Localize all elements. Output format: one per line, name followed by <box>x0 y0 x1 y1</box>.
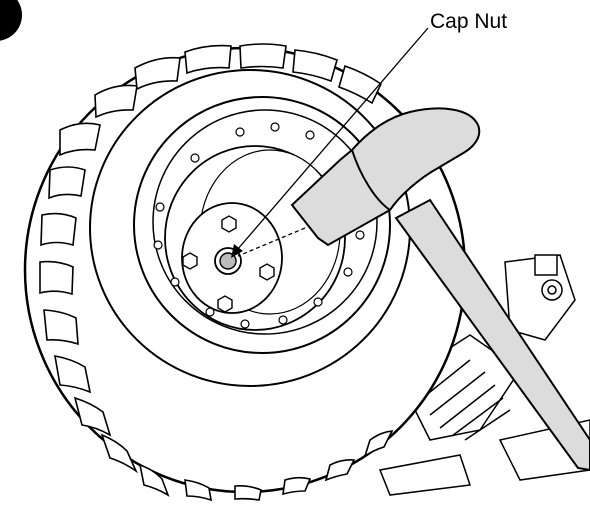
wheel-icon <box>23 43 467 502</box>
leader-arrow <box>231 27 429 258</box>
strike-line <box>237 227 306 257</box>
cap-nut-label: Cap Nut <box>430 10 508 33</box>
lug-nuts <box>182 215 275 313</box>
tread-pattern <box>39 43 394 502</box>
hammer-icon <box>290 107 590 472</box>
step-marker-icon <box>0 0 22 41</box>
hammer-handle <box>394 198 590 472</box>
rim-bolt-holes <box>153 122 365 329</box>
hammer-head <box>290 107 481 247</box>
